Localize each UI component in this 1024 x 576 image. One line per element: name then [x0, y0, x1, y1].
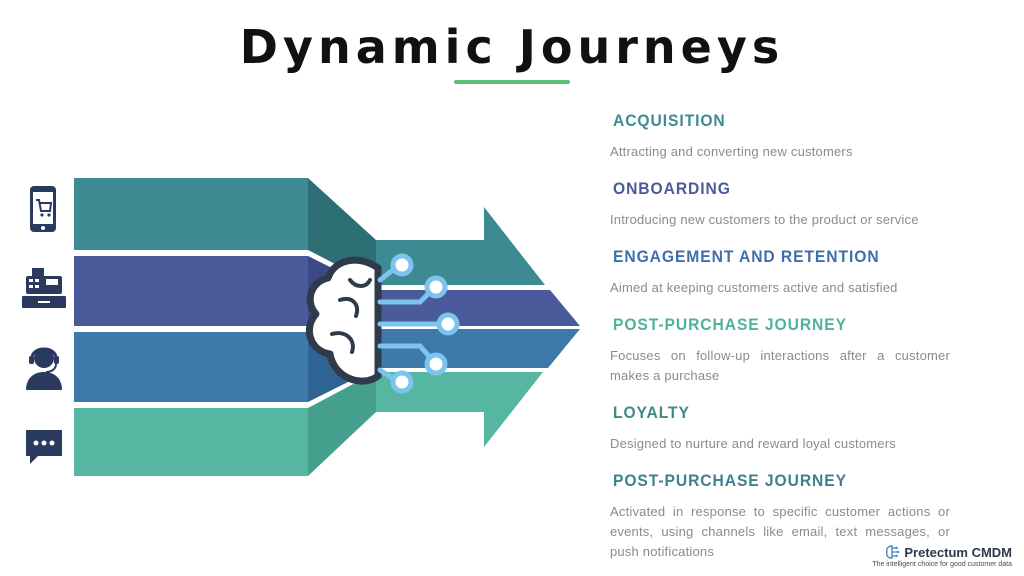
stage-title: ENGAGEMENT AND RETENTION — [613, 247, 880, 266]
band-green — [74, 408, 308, 476]
journey-stages: ACQUISITION Attracting and converting ne… — [610, 108, 950, 576]
customer-support-agent-icon — [26, 347, 62, 390]
stage-loyalty: LOYALTY Designed to nurture and reward l… — [610, 400, 950, 454]
stage-title: ONBOARDING — [613, 179, 731, 198]
arrow-stripe-navy — [376, 290, 580, 326]
stage-acquisition: ACQUISITION Attracting and converting ne… — [610, 108, 950, 162]
brand-logo-icon — [886, 545, 900, 559]
stage-title: ACQUISITION — [613, 111, 726, 130]
stage-description: Designed to nurture and reward loyal cus… — [610, 436, 896, 451]
band-teal — [74, 178, 308, 250]
brand-name: Pretectum CMDM — [904, 544, 1012, 560]
brand-tagline: The intelligent choice for good customer… — [872, 561, 1012, 568]
stage-title: POST-PURCHASE JOURNEY — [613, 471, 847, 490]
stage-description: Activated in response to specific custom… — [610, 504, 950, 559]
band-navy — [74, 256, 308, 326]
stage-triggered: POST-PURCHASE JOURNEY Activated in respo… — [610, 468, 950, 562]
mobile-shopping-cart-icon — [30, 186, 56, 232]
arrow-head-green — [376, 372, 543, 447]
stage-title: LOYALTY — [613, 403, 690, 422]
band-fold-green — [308, 372, 376, 476]
stage-onboarding: ONBOARDING Introducing new customers to … — [610, 176, 950, 230]
cash-register-icon — [22, 268, 66, 308]
arrow-head-teal — [376, 207, 545, 285]
stage-title: POST-PURCHASE JOURNEY — [613, 315, 847, 334]
stage-description: Aimed at keeping customers active and sa… — [610, 280, 898, 295]
band-blue — [74, 332, 308, 402]
stage-description: Focuses on follow-up interactions after … — [610, 348, 950, 383]
stage-description: Introducing new customers to the product… — [610, 212, 919, 227]
stage-description: Attracting and converting new customers — [610, 144, 853, 159]
stage-post-purchase: POST-PURCHASE JOURNEY Focuses on follow-… — [610, 312, 950, 386]
chat-bubble-icon — [26, 430, 62, 464]
brand-footer: Pretectum CMDM The intelligent choice fo… — [872, 544, 1012, 569]
brain-circuit-icon — [306, 253, 460, 394]
title-underline — [454, 80, 570, 84]
page-title: Dynamic Journeys — [239, 20, 785, 74]
stage-engagement-retention: ENGAGEMENT AND RETENTION Aimed at keepin… — [610, 244, 950, 298]
